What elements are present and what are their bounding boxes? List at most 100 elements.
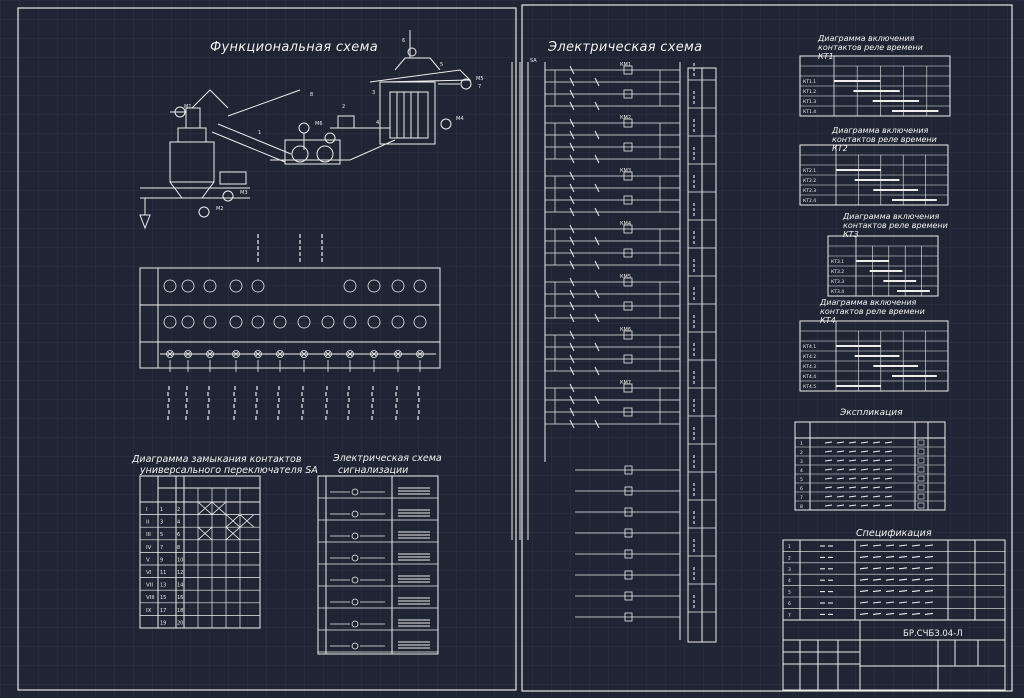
signal-lamp-icon — [206, 350, 214, 358]
control-panel-diagram — [139, 267, 441, 369]
explication-position: 6 — [800, 486, 803, 492]
relay-coil-icon — [624, 528, 633, 538]
spec-position: 7 — [788, 612, 791, 618]
sa-contact-number: 8 — [177, 545, 180, 551]
relay-coil-icon — [623, 248, 633, 258]
kt-row-label: КТ1.4 — [803, 109, 816, 115]
sheet-frame — [17, 4, 1013, 692]
callout-number: 5 — [440, 62, 443, 68]
panel-instruments — [163, 279, 427, 372]
sa-contact-number: 18 — [177, 608, 183, 614]
relay-label: КМ6 — [620, 327, 631, 333]
signal-lamp-icon — [184, 350, 192, 358]
signal-lamp-icon — [232, 350, 240, 358]
sa-row-number: II — [146, 520, 150, 526]
explication-position: 1 — [800, 441, 803, 447]
signal-scheme-subtitle: сигнализации — [338, 465, 409, 476]
sa-contact-number: 15 — [160, 595, 166, 601]
vertical-label-strokes — [371, 386, 374, 420]
kt-row-label: КТ4.4 — [803, 374, 816, 380]
signal-lamp-icon — [351, 488, 359, 496]
relay-coil-icon — [623, 171, 633, 181]
relay-label: КМ2 — [620, 115, 631, 121]
panel-switch-icon — [367, 315, 381, 329]
kt-row-label: КТ1.2 — [803, 89, 816, 95]
motor-label: M5 — [476, 76, 484, 82]
relay-label: КМ5 — [620, 274, 631, 280]
relay-coil-icon — [624, 465, 633, 475]
relay-coil-icon — [624, 486, 633, 496]
sa-contact-number: 17 — [160, 608, 166, 614]
signal-lamp-icon — [394, 350, 402, 358]
sa-contact-number: 14 — [177, 583, 183, 589]
sa-contact-number: 4 — [177, 520, 180, 526]
relay-label: КМ7 — [620, 380, 631, 386]
vertical-label-strokes — [417, 386, 420, 420]
relay-coil-icon — [623, 118, 633, 128]
relay-coil-icon — [623, 195, 633, 205]
kt-row-label: КТ1.3 — [803, 99, 816, 105]
motor-label: M4 — [456, 116, 464, 122]
panel-gauge-icon — [367, 279, 381, 293]
vertical-label-strokes — [233, 386, 236, 420]
signal-lamp-icon — [351, 510, 359, 518]
callout-number: 6 — [402, 38, 405, 44]
signal-lamp-icon — [351, 532, 359, 540]
kt4-diagram-title: Диаграмма включения контактов реле време… — [820, 298, 925, 325]
sa-row-number: IX — [146, 608, 152, 614]
signal-lamp-icon — [370, 350, 378, 358]
panel-switch-icon — [163, 315, 177, 329]
explication-position: 5 — [800, 477, 803, 483]
panel-switch-icon — [391, 315, 405, 329]
callout-number: 1 — [258, 130, 261, 136]
callout-number: 3 — [372, 90, 375, 96]
signal-lamp-icon — [346, 350, 354, 358]
vertical-label-strokes — [255, 386, 258, 420]
kt-row-label: КТ2.4 — [803, 198, 816, 204]
sa-contact-number: 20 — [177, 620, 183, 626]
signal-lamp-icon — [300, 350, 308, 358]
relay-coil-icon — [624, 591, 633, 601]
kt-row-label: КТ3.2 — [831, 269, 844, 275]
functional-scheme-title: Функциональная схема — [210, 40, 378, 55]
callout-number: 8 — [310, 92, 313, 98]
panel-switch-icon — [413, 315, 427, 329]
callout-number: 4 — [376, 120, 379, 126]
signal-lamp-icon — [351, 598, 359, 606]
sa-contact-number: 11 — [160, 570, 166, 576]
panel-gauge-icon — [391, 279, 405, 293]
sa-row-number: VII — [146, 583, 153, 589]
sa-contact-number: 5 — [160, 532, 163, 538]
signal-lamp-icon — [351, 620, 359, 628]
signal-lamp-icon — [351, 642, 359, 650]
vertical-label-strokes — [301, 386, 304, 420]
spec-position: 4 — [788, 578, 791, 584]
spec-position: 3 — [788, 567, 791, 573]
spec-position: 2 — [788, 555, 791, 561]
signal-lamp-icon — [166, 350, 174, 358]
explication-position: 8 — [800, 504, 803, 510]
vertical-label-strokes — [167, 386, 170, 420]
kt-timing-tables: КТ1.1КТ1.2КТ1.3КТ1.4КТ2.1КТ2.2КТ2.3КТ2.4… — [799, 55, 951, 392]
vertical-label-strokes — [277, 386, 280, 420]
relay-coil-icon — [623, 224, 633, 234]
sa-row-number: VI — [146, 570, 152, 576]
sa-contact-number: 12 — [177, 570, 183, 576]
panel-switch-icon — [273, 315, 287, 329]
kt-row-label: КТ2.3 — [803, 188, 816, 194]
motor-label: M2 — [216, 206, 224, 212]
panel-switch-icon — [321, 315, 335, 329]
sa-contact-number: 9 — [160, 557, 163, 563]
spec-position: 5 — [788, 590, 791, 596]
sa-contact-number: 1 — [160, 507, 163, 513]
relay-coil-icon — [623, 383, 633, 393]
sa-contact-number: 6 — [177, 532, 180, 538]
kt-row-label: КТ2.1 — [803, 168, 816, 174]
panel-switch-icon — [251, 315, 265, 329]
sa-row-number: I — [146, 507, 148, 513]
sa-row-number: V — [146, 557, 150, 563]
panel-switch-icon — [181, 315, 195, 329]
